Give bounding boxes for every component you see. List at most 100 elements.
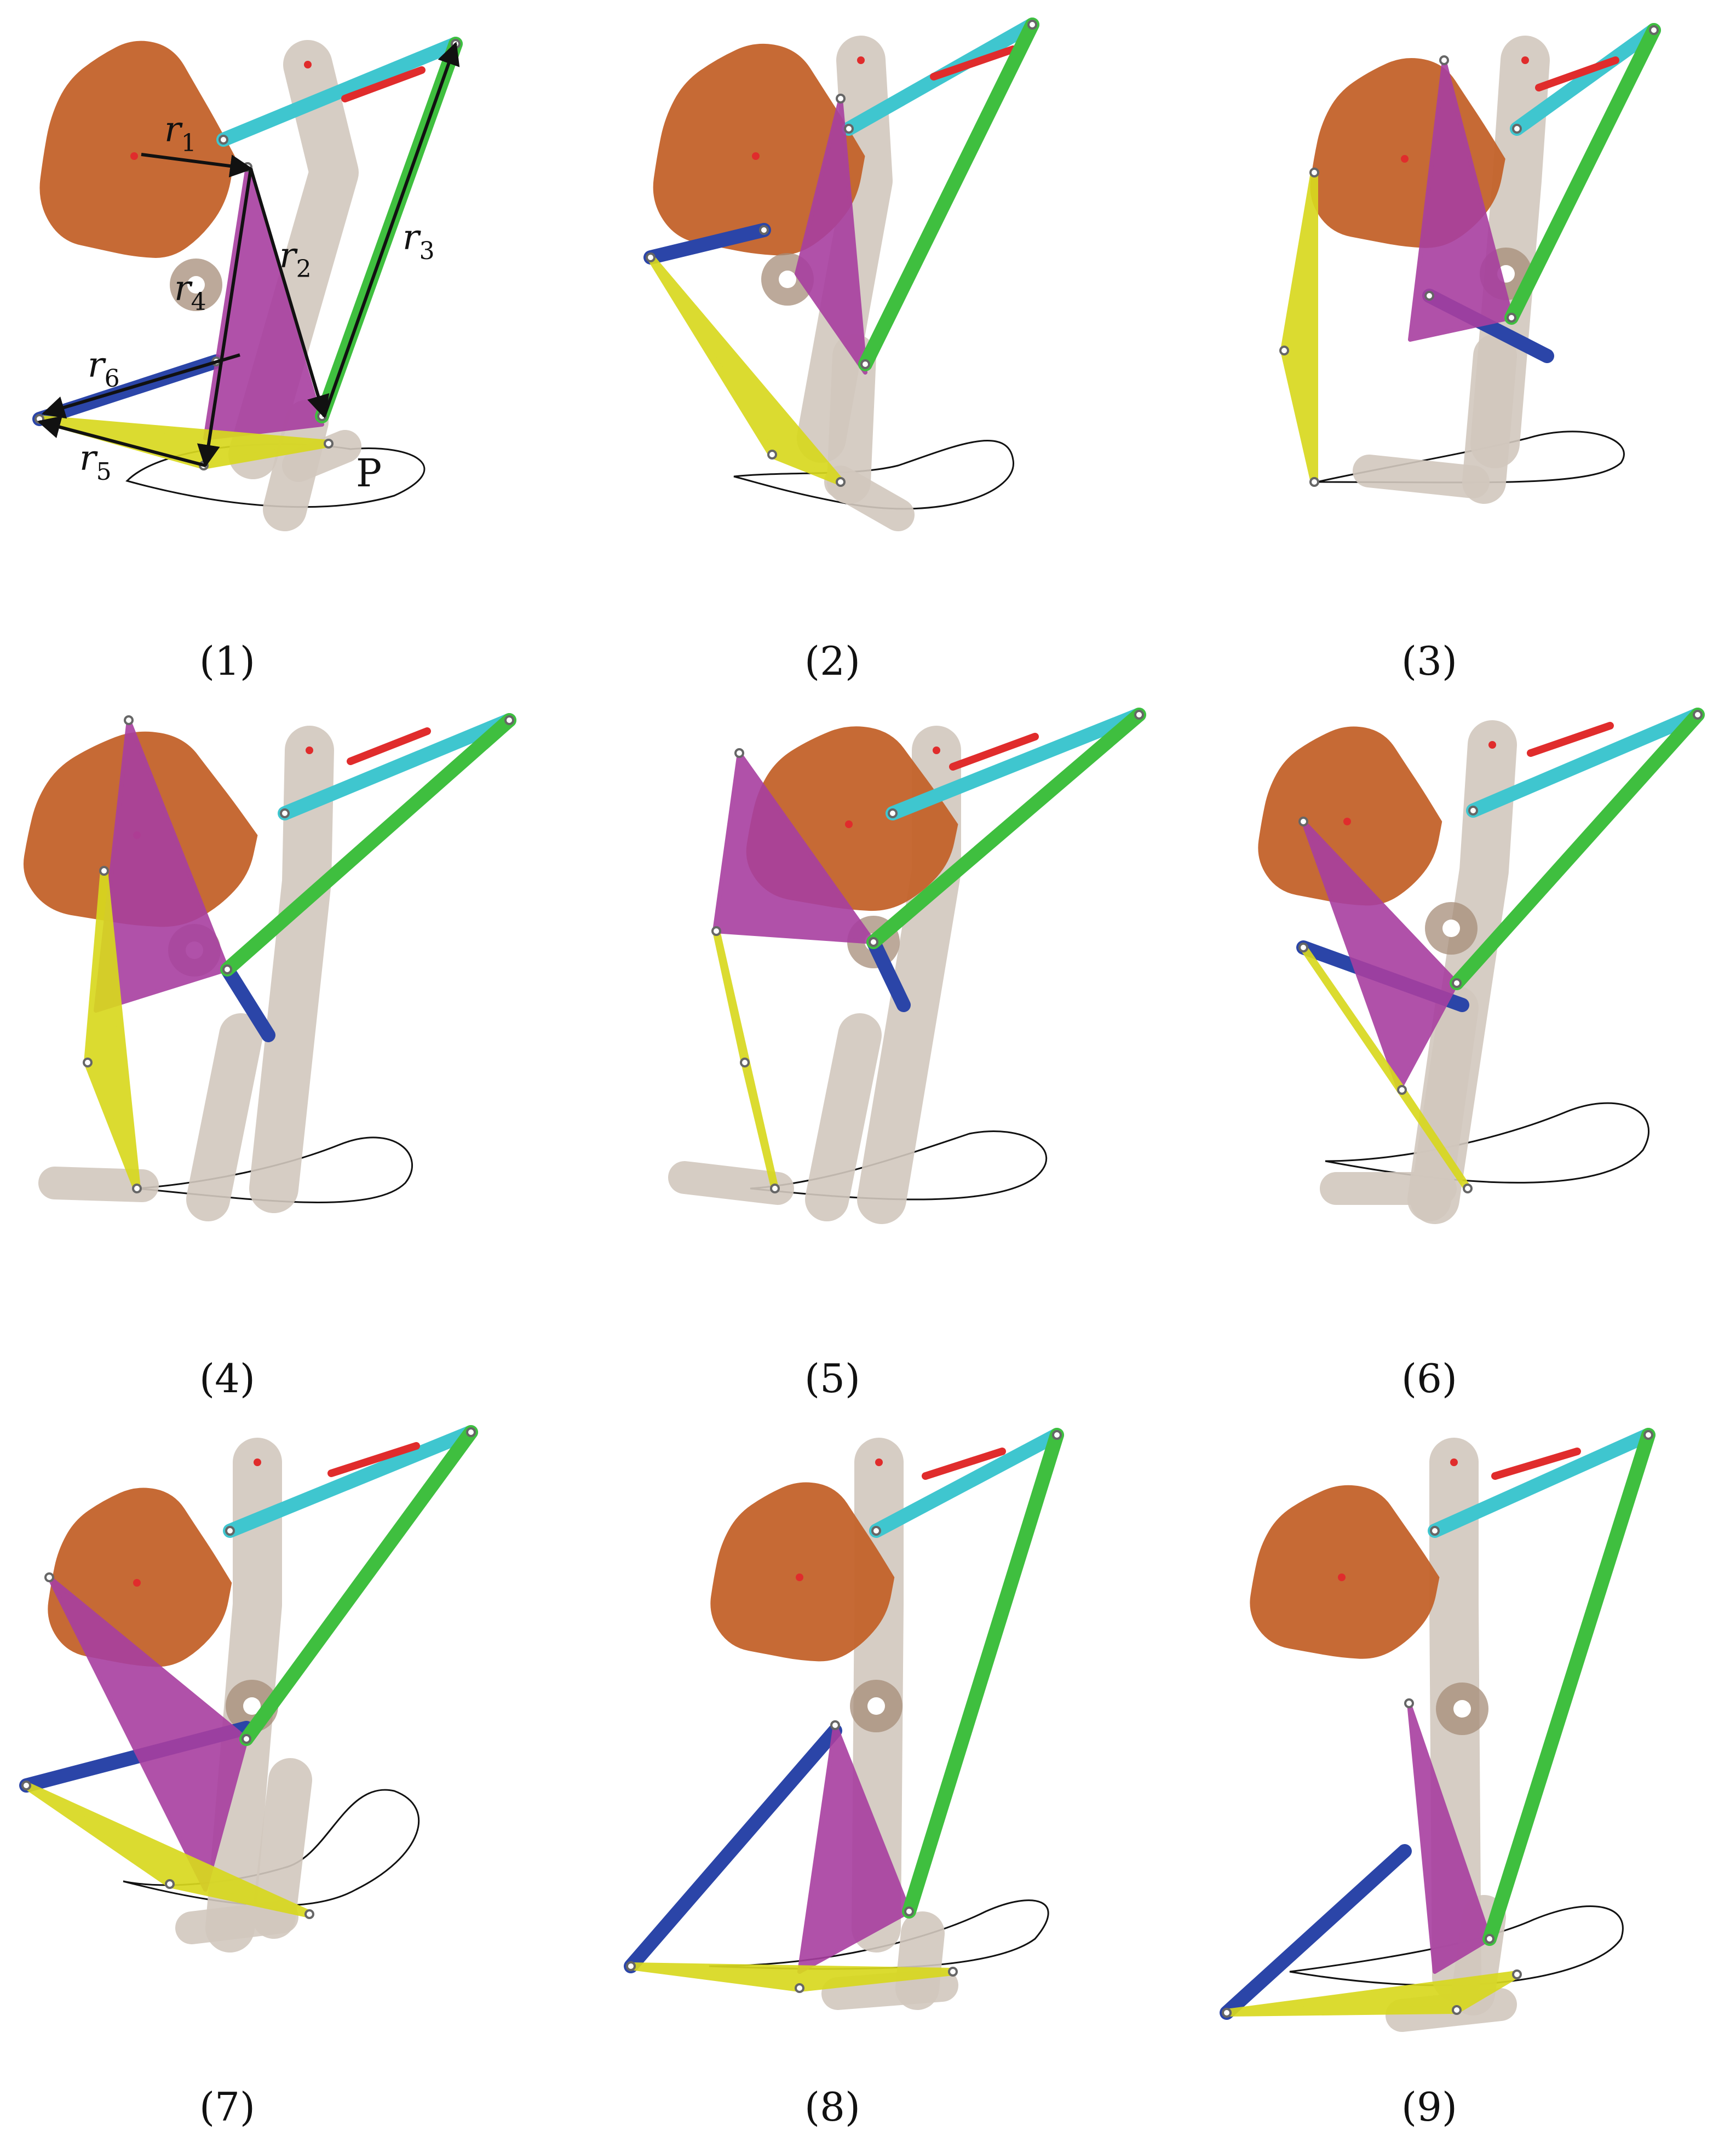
pin-joint [646,252,656,262]
vector-label-subscript: 6 [105,365,120,393]
pin-joint [1507,313,1516,323]
panel-6 [1258,708,1705,1224]
pin-joint [1279,346,1289,355]
blue-link [220,962,275,1042]
leg-thigh [205,1438,282,1953]
panel-caption: (6) [1401,1356,1457,1402]
pin-joint [836,477,846,487]
panel-2 [643,18,1039,531]
cam-body [1250,1485,1440,1659]
panel-caption: (4) [199,1356,255,1402]
pin-joint [1452,2005,1462,2015]
hip-joint-dot [1521,56,1529,64]
pin-joint [222,964,232,974]
leg-thigh [249,726,334,1213]
cyan-link [1510,23,1661,136]
leg-foot [1353,455,1490,498]
pin-joint [1309,168,1319,177]
panel-3 [1279,23,1661,504]
vector-label-r1: r1 [164,110,197,157]
panel-caption: (2) [804,638,860,684]
pin-joint [21,1781,31,1790]
pin-joint [1643,1430,1653,1440]
magenta-triangle-link [94,718,229,1013]
knee-joint-hole [187,276,205,294]
leg-foot [38,1167,159,1202]
cam-center-dot [796,1574,803,1581]
blue-link [624,1724,842,1973]
cam-body [1258,726,1442,906]
cam-body [710,1482,895,1662]
blue-link [1220,1844,1412,2020]
green-link [902,1428,1064,1919]
pin-joint [304,1909,314,1919]
pin-joint [1298,817,1308,826]
green-link [1504,23,1661,325]
cyan-link [1428,1428,1655,1538]
pin-joint [869,937,878,947]
panel-9 [1220,1428,1655,2032]
vector-label-subscript: 2 [296,255,312,283]
blue-link [866,935,911,1012]
pin-joint [734,748,744,758]
pin-joint [1404,1698,1414,1708]
vector-arrow-r2 [249,168,330,419]
leg-shin [827,334,876,504]
magenta-triangle-link [712,751,876,944]
vector-label-base: r [88,345,106,386]
pin-joint [871,1526,881,1536]
panel-4 [23,713,516,1221]
pin-joint [1397,1085,1407,1095]
red-actuator-link [327,1442,420,1477]
pin-joint [466,1427,476,1437]
hip-joint-dot [1450,1458,1458,1466]
vector-arrow-r5 [37,416,206,467]
red-actuator-link [949,733,1039,771]
vector-label-subscript: 4 [191,288,206,316]
pin-joint [740,1058,750,1067]
green-link [220,713,516,977]
vector-arrow-r1 [141,153,254,177]
pin-joint [132,1184,142,1193]
leg-shin [1462,334,1517,504]
pin-joint [1439,55,1449,65]
pin-joint [836,94,846,104]
pin-joint [1649,25,1659,35]
pin-joint [1424,291,1434,301]
cam-center-dot [130,152,138,160]
cam-body [39,41,235,258]
panel-5 [668,708,1146,1224]
magenta-triangle-link [797,1723,911,1974]
pin-joint [124,715,134,725]
vector-label-subscript: 5 [96,458,112,486]
pin-joint [219,135,228,145]
point-label-p: P [356,451,382,496]
red-actuator-link [930,45,1017,81]
green-link [239,1425,478,1746]
green-link [1482,1428,1655,1946]
foot-trajectory-path [1325,1102,1650,1184]
green-link [866,708,1146,949]
pin-joint [1027,20,1037,30]
leg-shin [186,1013,263,1221]
yellow-link [84,867,141,1192]
knee-joint-hole [867,1697,885,1715]
pin-joint [324,439,334,449]
pin-joint [44,1572,54,1582]
pin-joint [948,1967,958,1977]
pin-joint [1468,806,1478,816]
yellow-link [1300,944,1471,1192]
vector-label-r2: r2 [279,236,312,283]
red-actuator-link [341,66,426,102]
pin-joint [767,450,777,460]
pin-joint [1052,1430,1062,1440]
leg-foot [821,1969,958,2010]
vector-arrow-r4 [197,168,252,468]
hip-joint-dot [254,1458,261,1466]
pin-joint [770,1184,780,1193]
vector-label-r6: r6 [88,345,120,393]
cyan-link [869,1428,1064,1538]
vector-label-base: r [403,217,421,258]
leg-shin [1407,986,1479,1221]
